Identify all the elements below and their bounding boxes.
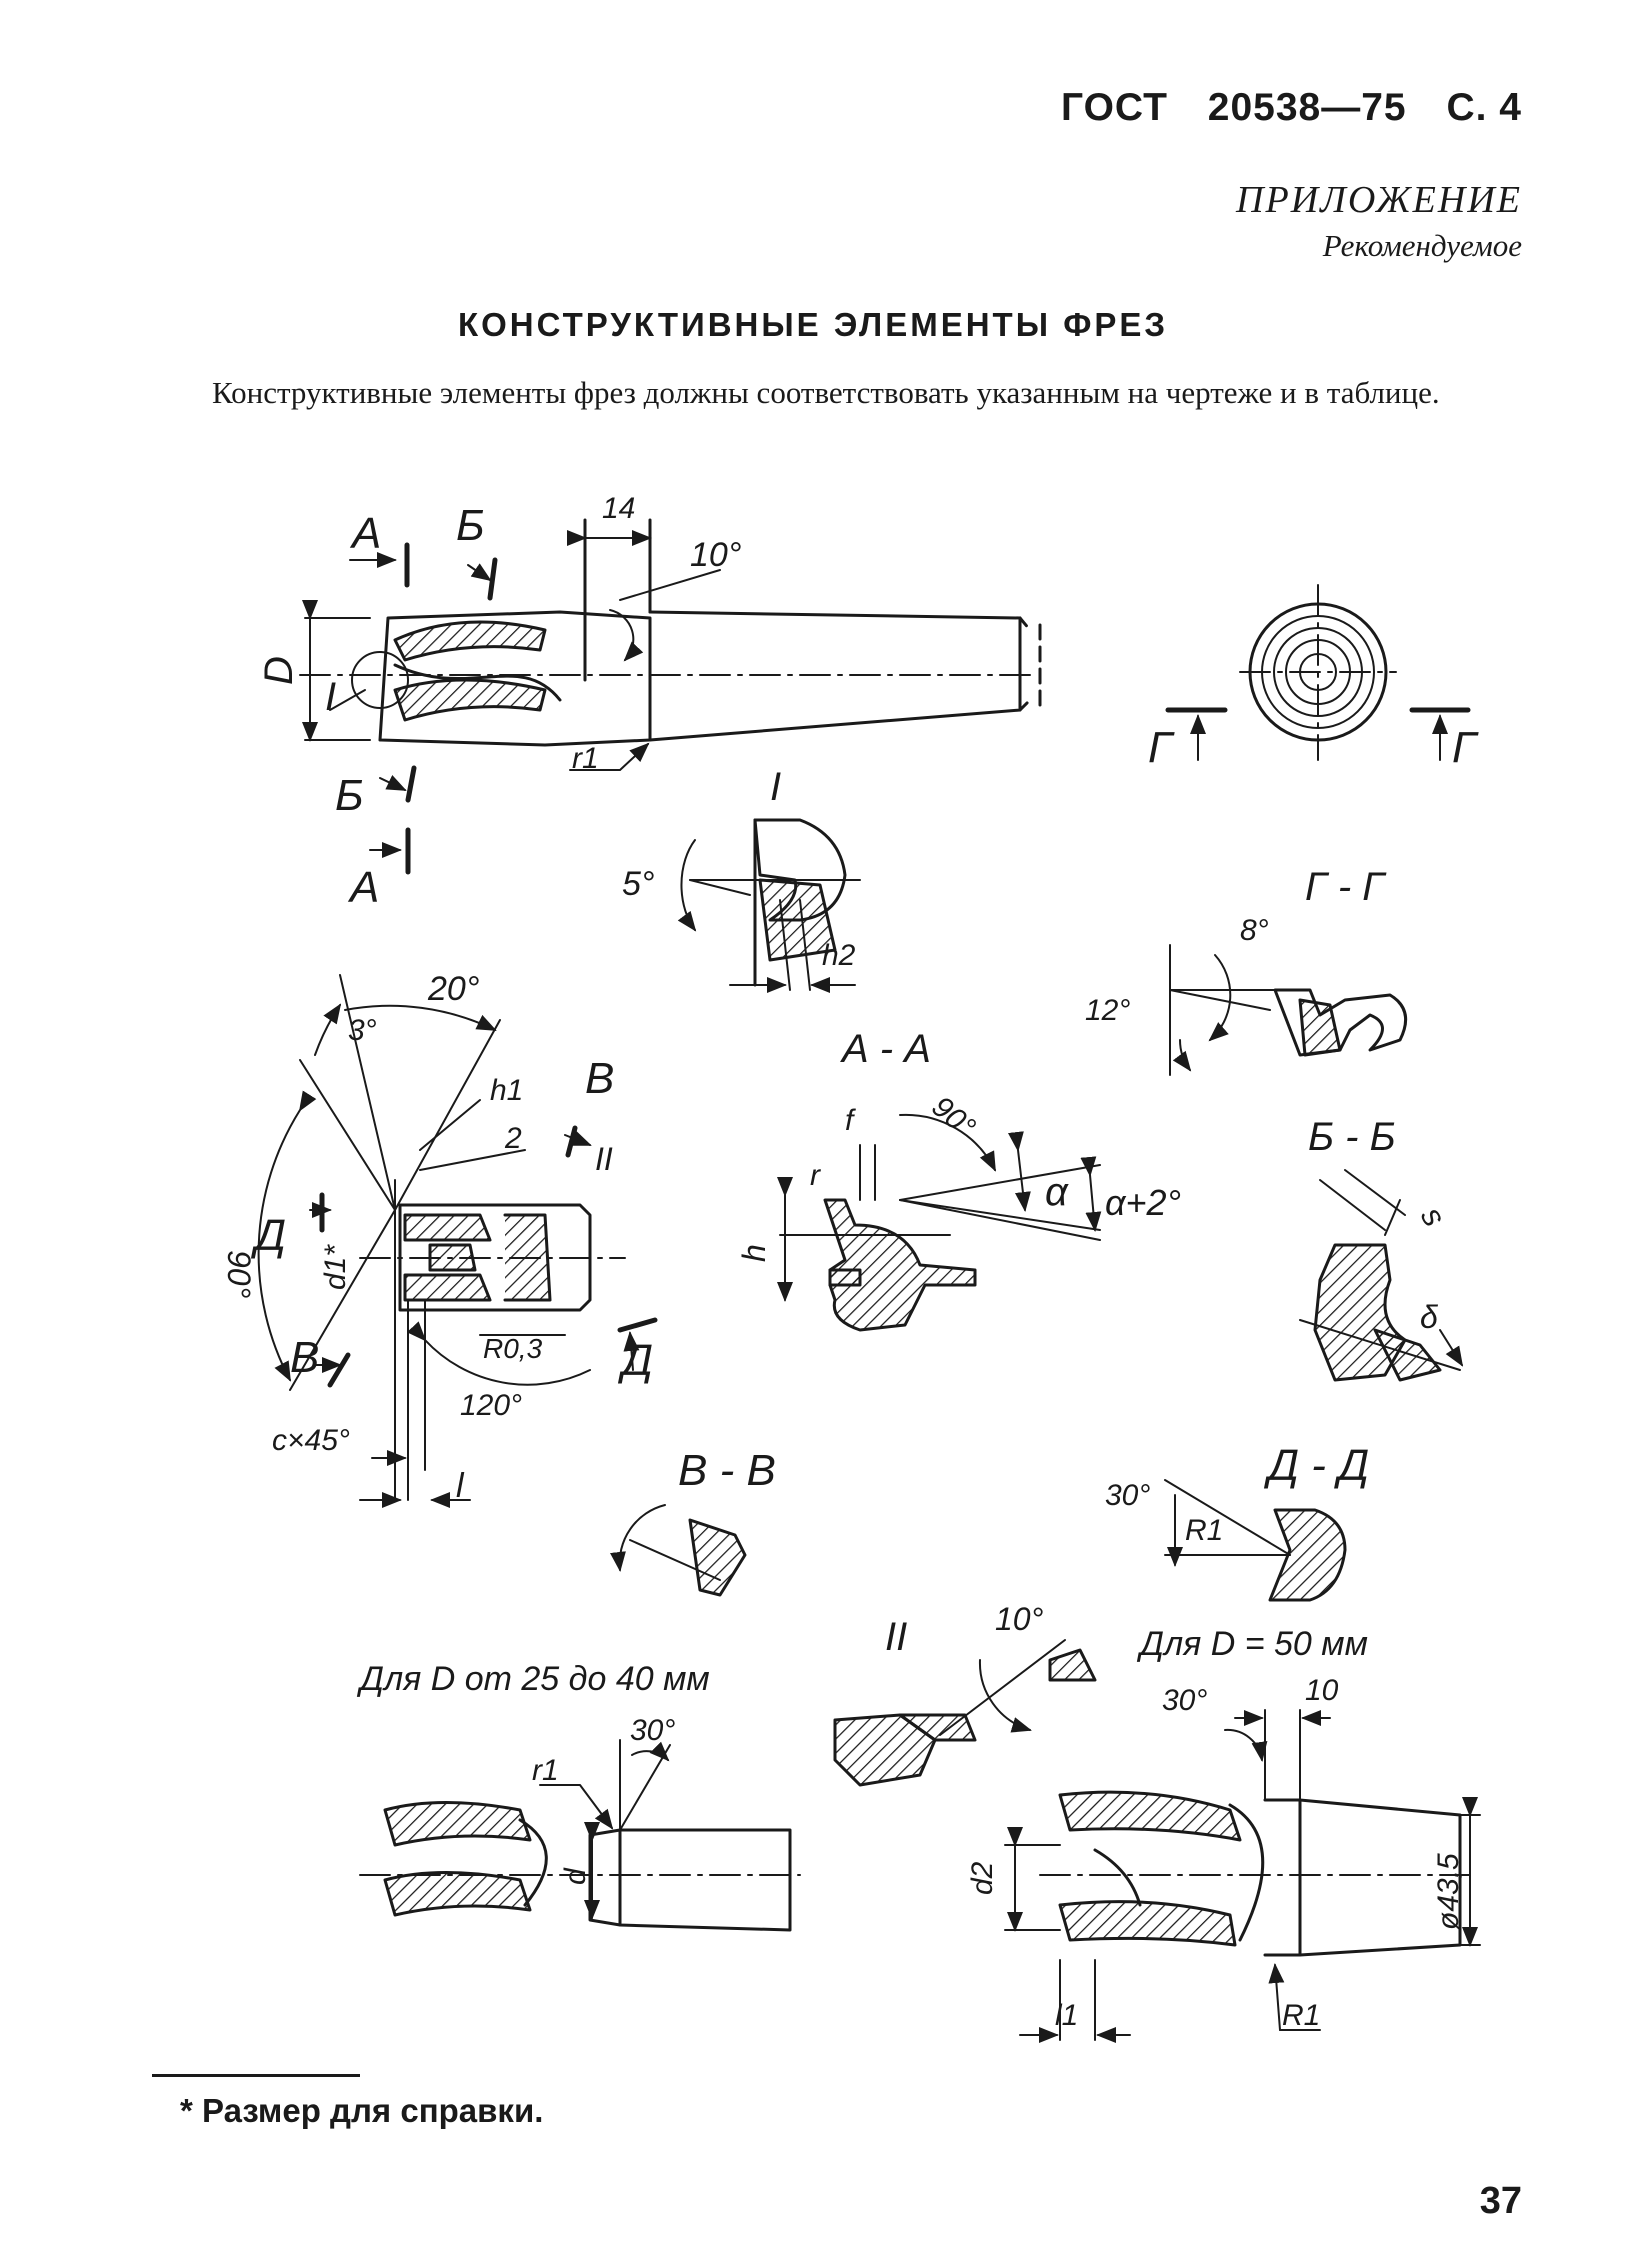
label-h2: h2 [822,939,856,972]
label-d435: ø43,5 [1432,1853,1465,1930]
header-number: 20538—75 [1207,86,1407,129]
angle-12: 12° [1085,994,1130,1027]
label-l1: l1 [1055,1999,1078,2032]
dim-14: 14 [602,492,635,525]
label-detail-I: I [770,765,781,809]
section-AA: А - А f r h 90° α α+2° [736,1027,1181,1332]
section-title-AA: А - А [840,1027,931,1071]
angle-20: 20° [427,970,479,1008]
appendix-title: ПРИЛОЖЕНИЕ [1236,179,1522,221]
label-V-bottom: В [290,1333,319,1382]
end-view: Г Г [1148,584,1479,772]
label-h1: h1 [490,1074,523,1107]
angle-8: 8° [1240,914,1269,947]
section-title-DD: Д - Д [1263,1441,1369,1490]
footnote: * Размер для справки. [180,2092,544,2129]
page-header: ГОСТ 20538—75 С. 4 [1033,86,1522,130]
header-standard: ГОСТ [1060,86,1168,129]
section-DD: Д - Д 30° R1 [1105,1441,1369,1602]
label-c45: c×45° [272,1424,350,1457]
section-title: КОНСТРУКТИВНЫЕ ЭЛЕМЕНТЫ ФРЕЗ [457,306,1169,343]
angle-5: 5° [622,865,655,903]
section-VV: В - В [610,1446,776,1597]
label-R1-DD: R1 [1185,1514,1223,1547]
label-d2: d2 [966,1861,999,1895]
label-s: s [1414,1201,1453,1233]
label-B-bottom: Б [335,771,364,820]
angle-30-small: 30° [630,1714,675,1747]
footnote-rule [152,2074,360,2077]
label-h: h [736,1244,772,1262]
section-title-VV: В - В [678,1446,776,1495]
main-cutter-view: А Б 14 10° D I r1 Б А [257,492,1042,912]
page-number: 37 [1479,2180,1522,2222]
label-r: r [810,1159,821,1192]
cutter-small: Для D от 25 до 40 мм 30° r1 d [356,1660,801,1932]
label-delta: δ [1420,1299,1439,1335]
angle-10-II: 10° [995,1601,1044,1637]
angle-30-DD: 30° [1105,1479,1150,1512]
angle-120: 120° [460,1389,522,1422]
caption-small-cutter: Для D от 25 до 40 мм [356,1660,710,1698]
section-title-BB: Б - Б [1308,1115,1396,1159]
label-d-small: d [559,1867,592,1885]
detail-II: II 10° [833,1601,1097,1787]
label-G-left: Г [1148,723,1175,772]
dim-10: 10 [1305,1674,1339,1707]
label-A-bottom: А [347,863,379,912]
label-detail-II: II [885,1615,907,1659]
section-GG: Г - Г 8° 12° [1085,865,1408,1076]
label-D: D [257,656,301,685]
label-f: f [845,1104,856,1137]
appendix-block: ПРИЛОЖЕНИЕ Рекомендуемое [1236,178,1522,264]
label-II-ref: II [595,1141,613,1177]
header-page-ref: С. 4 [1446,86,1522,129]
label-A-top: А [349,509,381,558]
appendix-status: Рекомендуемое [1322,228,1522,263]
label-alpha2: α+2° [1105,1182,1181,1223]
label-G-right: Г [1452,723,1479,772]
label-R1-large: R1 [1282,1999,1320,2032]
label-B-top: Б [456,501,485,550]
label-alpha: α [1045,1170,1069,1214]
angle-90-main: 90° [221,1250,257,1299]
label-I: I [325,675,336,719]
cutter-large: Для D = 50 мм 30° 10 d2 ø43,5 l1 R1 [966,1625,1481,2043]
label-R03: R0,3 [483,1333,543,1364]
caption-large-cutter: Для D = 50 мм [1136,1625,1368,1663]
label-l: l [456,1467,465,1505]
label-D-left: Д [250,1211,286,1260]
label-d1: d1* [319,1244,352,1290]
dim-2: 2 [504,1122,522,1155]
angle-30-large: 30° [1162,1684,1207,1717]
angle-3: 3° [348,1014,377,1047]
angle-90-AA: 90° [926,1090,982,1144]
label-V-top: В [585,1054,614,1103]
label-D-right: Д [617,1336,653,1385]
intro-paragraph: Конструктивные элементы фрез должны соот… [212,375,1440,410]
label-r1-small: r1 [532,1754,559,1787]
label-r1: r1 [572,742,599,775]
tip-view: 3° 20° h1 В 2 II 90° Д d1* R0,3 В 120° Д… [221,970,658,1508]
section-title-GG: Г - Г [1305,865,1387,909]
detail-I: I 5° h2 [622,765,861,993]
angle-10: 10° [690,536,741,574]
section-BB: Б - Б s δ [1299,1115,1464,1382]
